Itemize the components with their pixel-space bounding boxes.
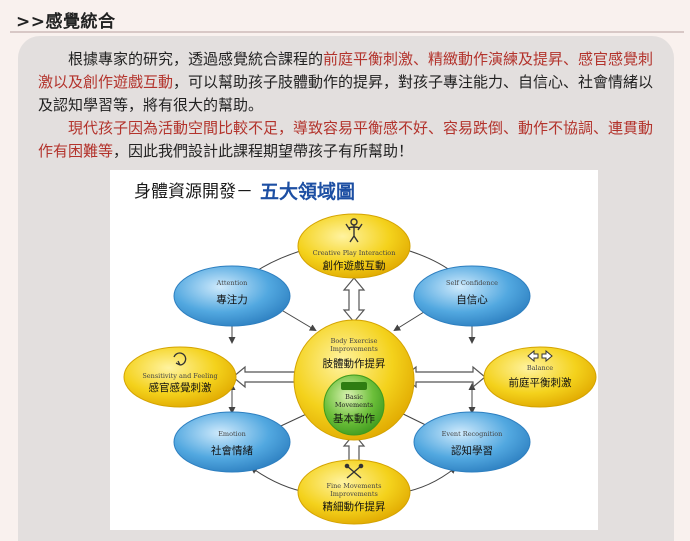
crossed-tools-icon <box>344 463 364 479</box>
confidence-en: Self Confidence <box>446 279 498 287</box>
emotion-en: Emotion <box>218 430 246 438</box>
balance-en: Balance <box>527 364 553 372</box>
node-confidence <box>413 265 531 327</box>
node-attention <box>173 265 291 327</box>
sensitivity-en: Sensitivity and Feeling <box>142 372 217 380</box>
core-circle <box>323 374 385 436</box>
p2-highlight: 現代孩子因為活動空間比較不足，導致容易平衡感不好、容易跌倒、動作不協調、連貫動作… <box>38 119 654 160</box>
center-zh: 肢體動作提昇 <box>323 357 386 370</box>
center-en-2: Improvements <box>330 345 378 353</box>
center-en-1: Body Exercise <box>331 337 378 345</box>
fine-en-2: Improvements <box>330 490 378 498</box>
balance-zh: 前庭平衡刺激 <box>509 376 572 389</box>
recognition-zh: 認知學習 <box>451 444 493 457</box>
section-header: >>感覺統合 <box>10 5 684 33</box>
content-panel: 根據專家的研究，透過感覺統合課程的前庭平衡刺激、精緻動作演練及提昇、感官感覺刺激… <box>18 36 674 541</box>
fine-en-1: Fine Movements <box>327 482 382 490</box>
core-en-1: Basic <box>345 393 363 401</box>
p2-text-b: ，因此我們設計此課程期望帶孩子有所幫助！ <box>113 142 414 160</box>
cycle-arrows-icon <box>173 352 187 366</box>
node-balance <box>483 346 597 408</box>
node-sensitivity <box>123 346 237 408</box>
confidence-zh: 自信心 <box>456 293 488 306</box>
five-domains-diagram: 身體資源開發－ 五大領域圖 <box>110 170 598 530</box>
section-title: >>感覺統合 <box>16 12 116 32</box>
creative-en: Creative Play Interaction <box>313 249 396 257</box>
diagram-svg: 身體資源開發－ 五大領域圖 <box>123 180 597 525</box>
intro-paragraph-2: 現代孩子因為活動空間比較不足，導致容易平衡感不好、容易跌倒、動作不協調、連貫動作… <box>38 117 658 163</box>
fine-zh: 精細動作提昇 <box>323 500 386 513</box>
sensitivity-zh: 感官感覺刺激 <box>149 381 212 394</box>
recognition-en: Event Recognition <box>442 430 503 438</box>
p1-text-b: ，可以幫助孩子肢體動作的提昇，對孩子專注能力、自信心、社會情緒以及認知學習等，將… <box>38 73 654 114</box>
p1-text-a: 根據專家的研究，透過感覺統合課程的 <box>68 50 324 68</box>
creative-zh: 創作遊戲互動 <box>323 259 386 272</box>
node-emotion <box>173 411 291 473</box>
diagram-title-emphasis: 五大領域圖 <box>260 180 355 203</box>
p1-highlight: 前庭平衡刺激、精緻動作演練及提昇、感官感覺刺激以及創作遊戲互動 <box>38 50 654 91</box>
core-zh: 基本動作 <box>333 412 375 425</box>
core-label-tab <box>341 382 367 390</box>
core-en-2: Movements <box>335 401 373 409</box>
node-recognition <box>413 411 531 473</box>
diagram-title: 身體資源開發－ <box>134 182 253 202</box>
node-fine <box>297 459 411 525</box>
left-right-arrows-icon <box>527 349 553 363</box>
flexing-figure-icon <box>345 218 363 243</box>
attention-zh: 專注力 <box>216 293 248 306</box>
emotion-zh: 社會情緒 <box>211 444 253 457</box>
attention-en: Attention <box>216 279 248 287</box>
node-creative <box>297 213 411 279</box>
intro-paragraph-1: 根據專家的研究，透過感覺統合課程的前庭平衡刺激、精緻動作演練及提昇、感官感覺刺激… <box>38 48 658 117</box>
